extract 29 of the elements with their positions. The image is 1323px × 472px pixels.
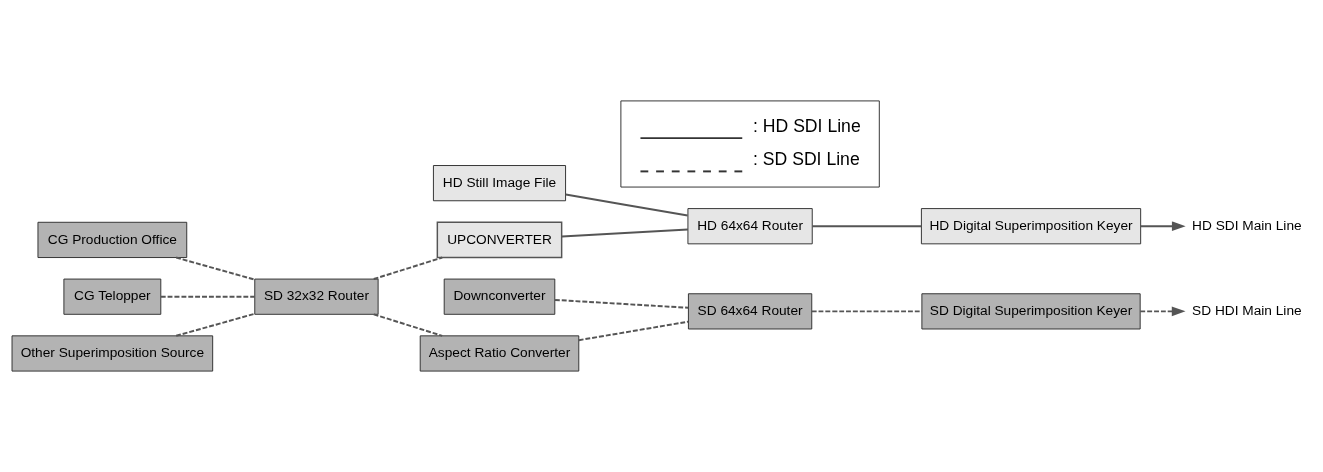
- node-box: SD Digital Superimposition Keyer: [921, 293, 1141, 330]
- node-box: HD Digital Superimposition Keyer: [920, 208, 1142, 245]
- arrow: [1139, 306, 1186, 317]
- node-box: CG Production Office: [37, 221, 188, 259]
- legend-label: : HD SDI Line: [753, 115, 861, 136]
- connector: [372, 313, 444, 337]
- legend-label: : SD SDI Line: [753, 148, 860, 169]
- node-box: Downconverter: [443, 278, 556, 315]
- node-box: HD Still Image File: [432, 165, 567, 202]
- node-box: SD 32x32 Router: [254, 278, 379, 315]
- connector: [560, 228, 689, 238]
- node-text: HD SDI Main Line: [1192, 217, 1302, 233]
- connector: [564, 193, 689, 217]
- connector: [811, 225, 923, 228]
- arrow: [1139, 221, 1186, 232]
- node-box: SD 64x64 Router: [687, 293, 813, 330]
- node-box: HD 64x64 Router: [687, 208, 813, 245]
- node-box: CG Telopper: [63, 278, 162, 315]
- connector: [577, 320, 690, 342]
- connector: [810, 310, 923, 313]
- connector: [175, 312, 256, 337]
- node-box: Aspect Ratio Converter: [419, 335, 580, 372]
- node-box: Other Superimposition Source: [11, 335, 214, 372]
- node-box: UPCONVERTER: [436, 221, 563, 259]
- connector: [554, 298, 690, 309]
- connector: [372, 256, 444, 281]
- node-text: SD HDI Main Line: [1192, 303, 1302, 318]
- connector: [160, 295, 256, 298]
- connector: [175, 256, 256, 281]
